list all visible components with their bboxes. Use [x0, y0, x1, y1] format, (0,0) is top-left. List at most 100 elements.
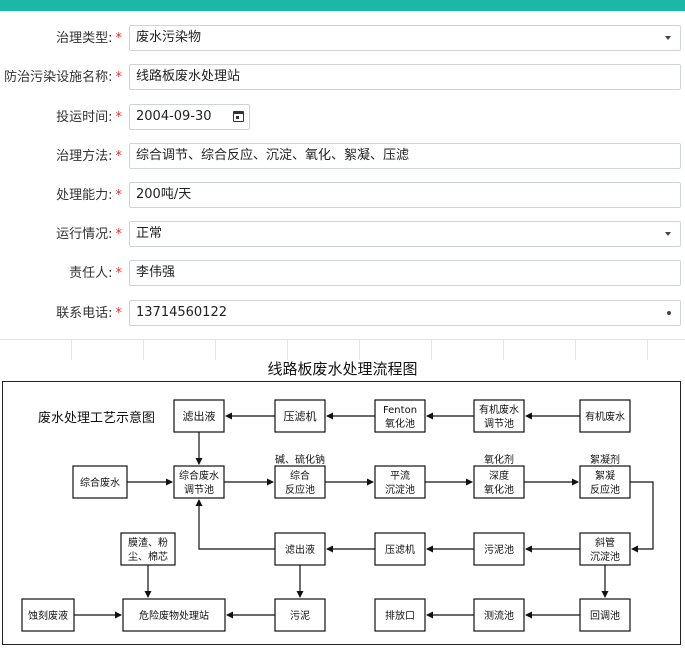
divider: [359, 340, 360, 360]
operation-date-input[interactable]: 2004-09-30: [129, 104, 250, 130]
divider: [143, 340, 144, 360]
form-row-phone: 联系电话:* 13714560122: [0, 300, 685, 328]
calendar-icon[interactable]: [233, 111, 244, 122]
required-mark: *: [115, 31, 123, 46]
box-wuni: [274, 598, 326, 632]
form-row-operation-date: 投运时间:* 2004-09-30: [0, 104, 685, 132]
box-pingliu: [374, 465, 426, 499]
flowchart-node-label: 综合废水: [80, 476, 120, 489]
treatment-type-select[interactable]: 废水污染物: [129, 25, 681, 51]
capacity-label: 处理能力:: [56, 188, 113, 203]
box-fenton: [374, 399, 426, 433]
box-wunichi: [473, 532, 525, 566]
top-accent-bar: [0, 0, 685, 11]
form-row-treatment-method: 治理方法:* 综合调节、综合反应、沉淀、氧化、絮凝、压滤: [0, 143, 685, 171]
flowchart-node-label: 尘、棉芯: [128, 550, 168, 563]
box-moza: [120, 532, 176, 566]
flowchart-node-label: 絮凝: [595, 469, 615, 482]
flowchart-node-label: 综合废水: [179, 469, 219, 482]
form-row-facility-name: 防治污染设施名称:* 线路板废水处理站: [0, 64, 685, 92]
flowchart-caption: 废水处理工艺示意图: [38, 410, 155, 426]
flowchart-node-label: 综合: [290, 469, 310, 482]
box-xuning: [579, 465, 631, 499]
flowchart-node-label: 污泥池: [484, 543, 514, 556]
divider: [431, 340, 432, 360]
treatment-method-label: 治理方法:: [56, 149, 113, 164]
box-youji-tiaojie: [473, 399, 525, 433]
facility-name-label: 防治污染设施名称:: [4, 70, 113, 85]
flowchart-node-label: 污泥: [290, 609, 310, 622]
annotation-xuning: 絮凝剂: [590, 453, 620, 466]
chevron-down-icon: [665, 232, 671, 236]
annotation-jian: 碱、硫化钠: [275, 453, 325, 466]
operation-status-value: 正常: [136, 226, 163, 241]
flowchart-title: 线路板废水处理流程图: [267, 360, 418, 378]
flowchart-node-label: 沉淀池: [590, 550, 620, 563]
flowchart-node-label: 测流池: [484, 609, 514, 622]
flowchart-arrow: [195, 499, 275, 550]
phone-label: 联系电话:: [56, 306, 113, 321]
flowchart-node-label: 调节池: [484, 417, 514, 430]
responsible-input[interactable]: 李伟强: [129, 260, 681, 286]
form-row-responsible: 责任人:* 李伟强: [0, 260, 685, 288]
capacity-value: 200吨/天: [136, 187, 192, 202]
form-row-operation-status: 运行情况:* 正常: [0, 221, 685, 249]
capacity-input[interactable]: 200吨/天: [129, 182, 681, 208]
facility-name-input[interactable]: 线路板废水处理站: [129, 64, 681, 90]
divider: [71, 340, 72, 360]
treatment-method-value: 综合调节、综合反应、沉淀、氧化、絮凝、压滤: [136, 148, 410, 163]
flowchart-node-label: 排放口: [385, 609, 415, 622]
flowchart-node-label: 反应池: [590, 483, 620, 496]
annotation-yanghua: 氧化剂: [484, 453, 514, 466]
flowchart-node-label: 斜管: [595, 536, 615, 549]
operation-status-label: 运行情况:: [56, 227, 113, 242]
divider: [647, 340, 648, 360]
required-mark: *: [115, 266, 123, 281]
flowchart-node-label: 压滤机: [284, 409, 317, 423]
flowchart-node-label: 滤出液: [183, 409, 216, 423]
required-mark: *: [115, 227, 123, 242]
box-huitiao: [579, 598, 631, 632]
spinner-icon[interactable]: [667, 311, 671, 315]
treatment-type-value: 废水污染物: [136, 30, 202, 45]
flowchart-node-label: 反应池: [285, 483, 315, 496]
box-lvchuye: [173, 399, 225, 433]
flowchart-node-label: 危险废物处理站: [139, 609, 209, 622]
treatment-type-label: 治理类型:: [56, 31, 113, 46]
divider: [0, 339, 685, 340]
box-zonghe-tiaojie: [173, 465, 225, 499]
operation-status-select[interactable]: 正常: [129, 221, 681, 247]
flowchart-node-label: 压滤机: [385, 543, 415, 556]
box-lvchuye-2: [274, 532, 326, 566]
flowchart-node-label: 滤出液: [285, 543, 315, 556]
operation-date-label: 投运时间:: [56, 110, 113, 125]
box-paifang: [374, 598, 426, 632]
flowchart-node-label: 氧化池: [385, 417, 415, 430]
box-celiu: [473, 598, 525, 632]
box-yaluji-2: [374, 532, 426, 566]
flowchart-image: 废水处理工艺示意图 滤出液 压滤机 Fenton 氧化池 有机废水 调节池 有机…: [2, 381, 681, 645]
required-mark: *: [115, 70, 123, 85]
flowchart-node-label: 深度: [489, 469, 509, 482]
responsible-value: 李伟强: [136, 265, 176, 280]
flowchart-node-label: 调节池: [184, 483, 214, 496]
divider: [503, 340, 504, 360]
box-weixian: [122, 598, 226, 632]
divider: [575, 340, 576, 360]
treatment-method-input[interactable]: 综合调节、综合反应、沉淀、氧化、絮凝、压滤: [129, 143, 681, 169]
flowchart-node-label: 平流: [390, 469, 410, 482]
responsible-label: 责任人:: [69, 266, 113, 281]
flowchart-box: [173, 399, 225, 433]
chevron-down-icon: [665, 36, 671, 40]
form-row-capacity: 处理能力:* 200吨/天: [0, 182, 685, 210]
flowchart-node-label: 膜渣、粉: [128, 536, 168, 549]
box-yaluji-1: [274, 399, 326, 433]
flowchart-arrow: [630, 481, 654, 553]
operation-date-value: 2004-09-30: [136, 109, 212, 124]
flowchart-node-label: 回调池: [590, 609, 620, 622]
flowchart-node-label: Fenton: [383, 405, 417, 416]
box-youji-feishui: [579, 399, 631, 433]
required-mark: *: [115, 149, 123, 164]
divider: [287, 340, 288, 360]
phone-input[interactable]: 13714560122: [129, 300, 681, 326]
